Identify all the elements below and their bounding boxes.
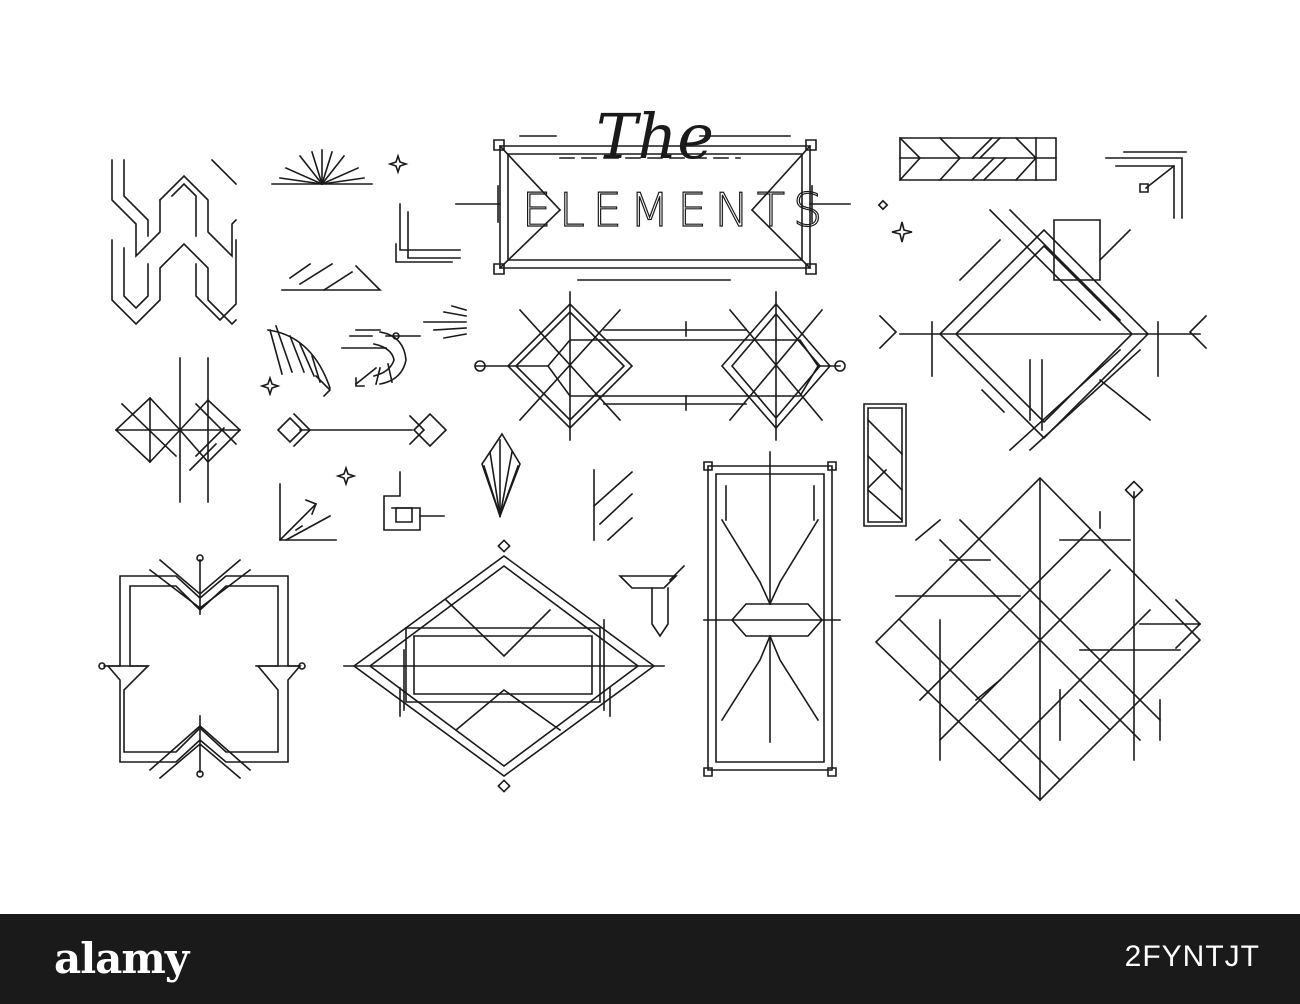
narrow-tile-ornament (864, 404, 906, 526)
tall-panel-frame (704, 452, 840, 776)
sparkle-star-icon (338, 156, 912, 484)
diamond-grid-ornament (116, 358, 240, 502)
small-bracket-ornament (620, 566, 684, 636)
corner-bracket-ornament (1106, 152, 1186, 218)
arrow-line-ornament (278, 414, 446, 446)
watermark-footer: alamy 2FYNTJT (0, 914, 1300, 1004)
square-spiral-icon (384, 472, 444, 530)
brand-logo: alamy (54, 934, 189, 983)
hexagon-label-frame (475, 292, 845, 440)
diamond-rect-frame (344, 540, 664, 791)
arrow-rays-icon (280, 484, 336, 540)
chevron-lines-ornament (594, 470, 632, 540)
art-deco-elements-sheet: The ELEMENTS (0, 100, 1300, 914)
title-script-text: The (596, 100, 714, 173)
diamond-band-ornament (900, 138, 1056, 180)
zigzag-w-ornament (112, 160, 236, 324)
cross-shaped-frame (99, 555, 305, 778)
speed-lines-ornament (424, 306, 466, 338)
large-lattice-ornament (876, 478, 1200, 800)
crystal-feather-ornament (482, 434, 520, 516)
diamond-lattice-ornament (880, 210, 1206, 450)
title-frame (456, 136, 850, 280)
sunburst-fan-ornament (272, 150, 372, 184)
arc-rays-ornament (262, 326, 330, 396)
title-caps-text: ELEMENTS (522, 183, 830, 237)
rays-arrow-ornament (342, 330, 420, 386)
corner-lines-ornament (282, 204, 460, 290)
image-id-label: 2FYNTJT (1124, 940, 1260, 973)
